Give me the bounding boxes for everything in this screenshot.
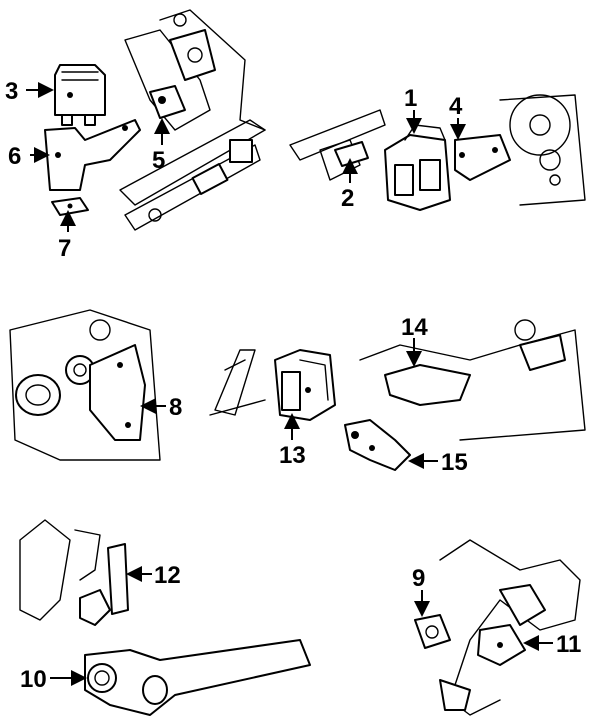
cylinder-mount <box>15 374 61 416</box>
part-14-tray <box>384 364 471 406</box>
part-9-bushing <box>414 614 451 649</box>
part-7-plate <box>51 197 89 216</box>
callout-13: 13 <box>279 442 306 469</box>
callout-labels: 1 2 3 4 5 6 7 8 9 10 11 12 13 14 15 <box>5 78 581 693</box>
group-mid-center <box>209 349 336 421</box>
callout-12: 12 <box>154 562 181 589</box>
leader-lines <box>26 82 553 686</box>
group-mid-left <box>9 309 161 461</box>
group-top-left <box>44 9 266 231</box>
callout-11: 11 <box>556 631 581 658</box>
group-bottom-left <box>19 519 311 716</box>
callout-2: 2 <box>341 185 354 212</box>
callout-10: 10 <box>20 666 47 693</box>
crossmember <box>289 109 386 161</box>
part-4-bracket <box>454 134 511 181</box>
part-5-mount <box>149 29 216 119</box>
callout-9: 9 <box>412 565 425 592</box>
callout-8: 8 <box>169 394 182 421</box>
part-1-mount <box>384 124 451 211</box>
callout-15: 15 <box>441 449 468 476</box>
bushing <box>79 589 111 626</box>
group-bottom-right <box>414 539 581 716</box>
frame-rail <box>119 119 266 206</box>
part-2-bracket <box>334 141 369 167</box>
callout-4: 4 <box>449 93 463 120</box>
callout-1: 1 <box>404 85 417 112</box>
part-12-strap <box>107 543 129 615</box>
part-11-mount <box>477 624 526 666</box>
part-3-mount <box>54 64 106 126</box>
callout-6: 6 <box>8 143 21 170</box>
part-10-mount <box>84 639 311 716</box>
callout-5: 5 <box>152 147 165 174</box>
callout-14: 14 <box>401 314 428 341</box>
group-mid-right <box>344 319 586 471</box>
callout-7: 7 <box>58 235 71 262</box>
part-6-bracket <box>44 119 141 191</box>
part-8-bracket <box>89 344 146 441</box>
part-13-mount <box>274 349 336 421</box>
callout-3: 3 <box>5 78 18 105</box>
part-15-bracket <box>344 419 411 471</box>
group-top-right <box>289 94 586 211</box>
pulley <box>509 94 571 156</box>
